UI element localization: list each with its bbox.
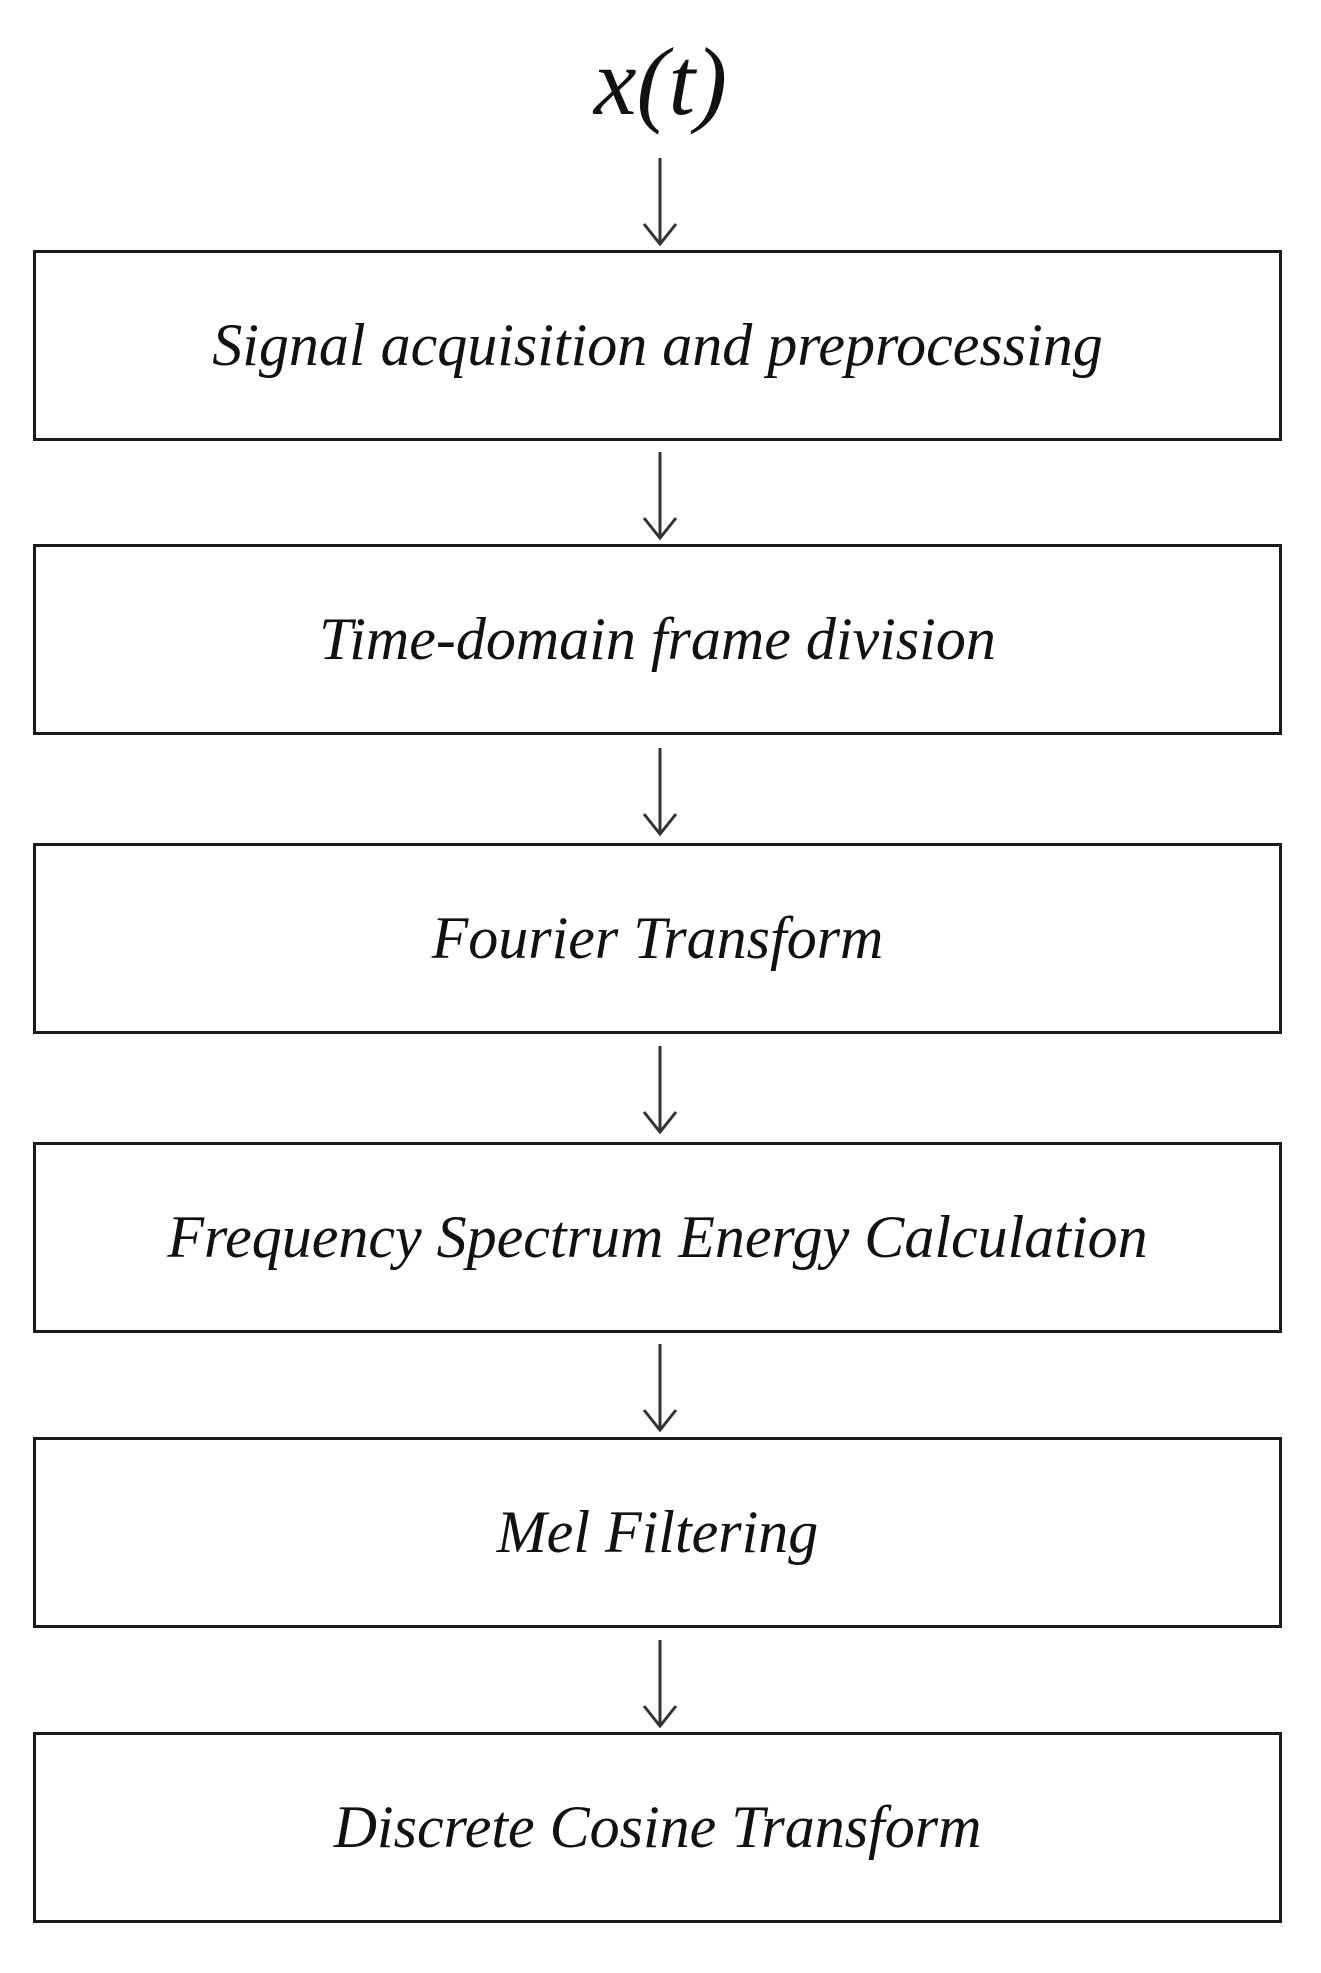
step-box-discrete-cosine-transform: Discrete Cosine Transform [33,1732,1282,1923]
step-box-fourier-transform: Fourier Transform [33,843,1282,1034]
flow-arrow-1 [636,452,684,540]
flow-arrow-2 [636,748,684,836]
step-box-signal-acquisition: Signal acquisition and preprocessing [33,250,1282,441]
flow-arrow-4 [636,1344,684,1432]
step-box-spectrum-energy: Frequency Spectrum Energy Calculation [33,1142,1282,1333]
step-label: Time-domain frame division [319,606,996,672]
step-box-frame-division: Time-domain frame division [33,544,1282,735]
step-label: Fourier Transform [431,905,884,971]
step-label: Signal acquisition and preprocessing [212,312,1103,378]
step-label: Frequency Spectrum Energy Calculation [167,1204,1148,1270]
step-box-mel-filtering: Mel Filtering [33,1437,1282,1628]
flow-arrow-5 [636,1640,684,1728]
flow-arrow-3 [636,1046,684,1134]
flow-arrow-input [636,158,684,246]
input-signal-label: x(t) [593,28,728,135]
step-label: Mel Filtering [496,1499,819,1565]
step-label: Discrete Cosine Transform [333,1794,982,1860]
